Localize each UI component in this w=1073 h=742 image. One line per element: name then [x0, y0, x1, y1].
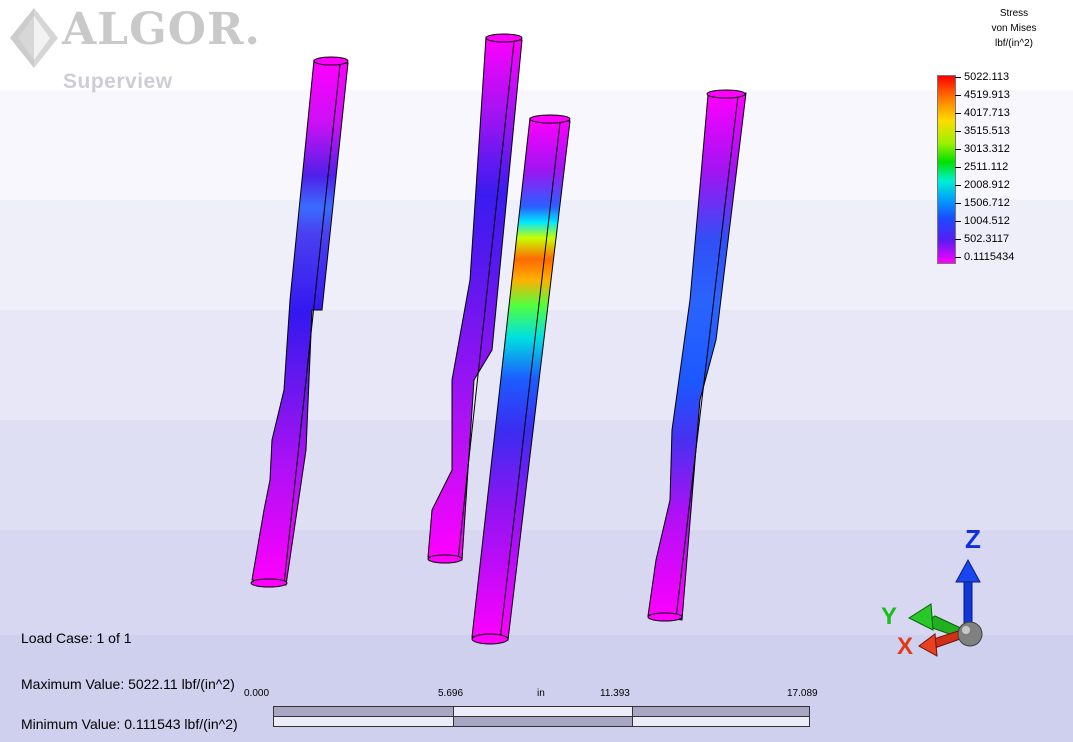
logo-diamond-icon — [10, 8, 58, 68]
legend-label: 3515.513 — [964, 125, 1010, 137]
y-axis-label: Y — [881, 603, 897, 630]
color-legend-bar — [937, 75, 956, 264]
x-axis-arrow-icon — [918, 629, 964, 657]
legend-tick — [955, 257, 961, 258]
pin-1 — [250, 56, 349, 588]
scale-bar — [273, 706, 810, 730]
legend-label: 2511.112 — [964, 161, 1009, 173]
load-case-text: Load Case: 1 of 1 — [21, 630, 132, 646]
scale-segment — [632, 716, 810, 727]
legend-label: 1506.712 — [964, 197, 1010, 209]
legend-label: 4519.913 — [964, 89, 1010, 101]
legend-tick — [955, 77, 961, 78]
legend-title-line: von Mises — [991, 23, 1037, 34]
triad-origin-highlight — [962, 626, 970, 634]
legend-label: 0.1115434 — [964, 251, 1015, 263]
legend-title-line: Stress — [999, 8, 1029, 19]
triad-origin-sphere — [957, 621, 983, 647]
x-axis-label: X — [897, 633, 913, 660]
pin-2 — [427, 33, 523, 564]
legend-tick — [955, 95, 961, 96]
legend-tick — [955, 113, 961, 114]
logo-product-name: Superview — [63, 70, 173, 93]
axis-triad[interactable]: Z Y X — [875, 520, 995, 660]
legend-tick — [955, 203, 961, 204]
minimum-value-text: Minimum Value: 0.111543 lbf/(in^2) — [21, 716, 238, 732]
legend-tick — [955, 167, 961, 168]
legend-label: 2008.912 — [964, 179, 1010, 191]
legend-label: 502.3117 — [964, 233, 1010, 245]
algor-logo — [8, 6, 60, 75]
legend-tick — [955, 185, 961, 186]
legend-tick — [955, 239, 961, 240]
legend-tick — [955, 149, 961, 150]
legend-title: Stress von Mises lbf/(in^2) — [969, 6, 1059, 51]
scale-label: 5.696 — [438, 688, 464, 699]
z-axis-label: Z — [965, 524, 981, 554]
legend-tick — [955, 221, 961, 222]
legend-label: 4017.713 — [964, 107, 1010, 119]
legend-label: 1004.512 — [964, 215, 1010, 227]
legend-tick — [955, 131, 961, 132]
legend-label: 5022.113 — [964, 71, 1010, 83]
pin-3 — [471, 114, 571, 645]
scale-label: 17.089 — [787, 688, 818, 699]
scale-segment — [273, 716, 454, 727]
maximum-value-text: Maximum Value: 5022.11 lbf/(in^2) — [21, 676, 235, 692]
legend-title-line: lbf/(in^2) — [994, 38, 1034, 49]
scale-unit-label: in — [537, 688, 545, 699]
z-axis-arrow-icon — [955, 558, 981, 625]
logo-wordmark: ALGOR. — [62, 4, 261, 55]
scale-segment — [453, 716, 633, 727]
legend-label: 3013.312 — [964, 143, 1010, 155]
pin-4 — [647, 89, 747, 622]
scale-label: 11.393 — [600, 688, 630, 699]
scale-label: 0.000 — [244, 688, 270, 699]
